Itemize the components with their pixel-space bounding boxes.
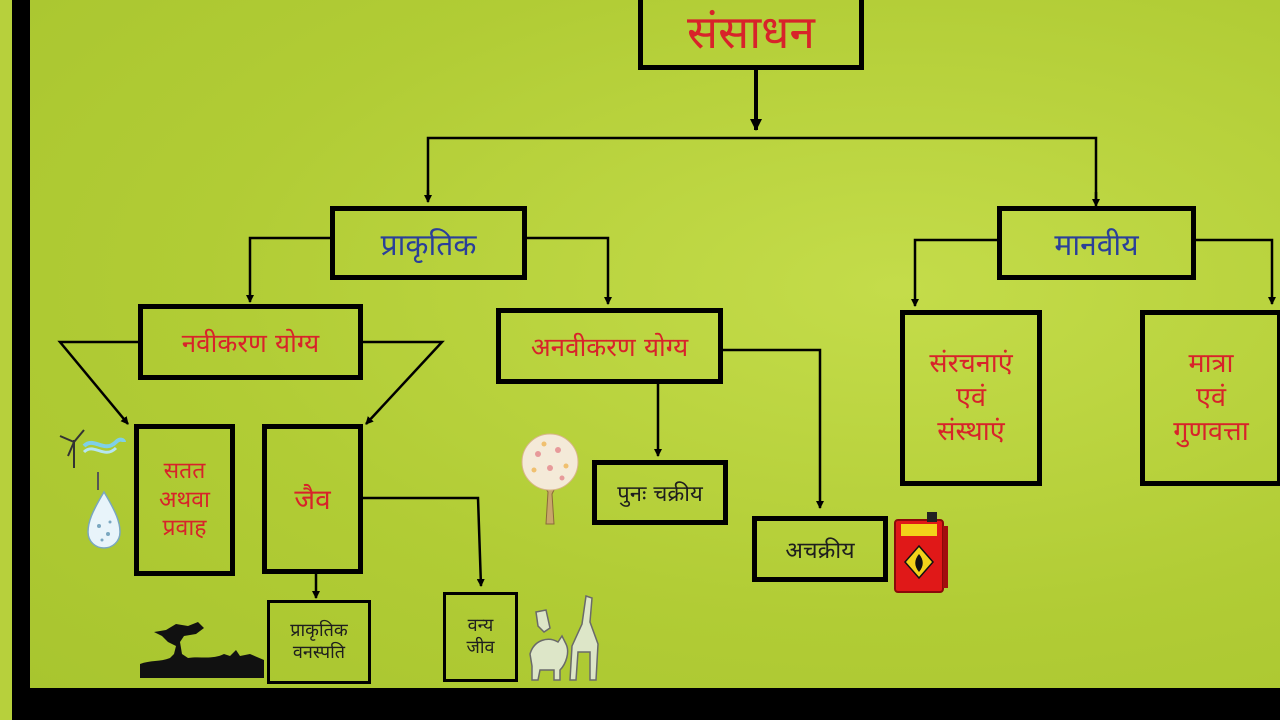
continuous-line-1: सतत [163, 457, 206, 484]
box-recyclable: पुनः चक्रीय [592, 460, 728, 525]
structures-line-2: एवं [956, 382, 986, 414]
non-renewable-label: अनवीकरण योग्य [530, 333, 689, 363]
windmill-water-icon [59, 429, 126, 468]
quantity-line-2: एवं [1196, 382, 1226, 414]
tree-icon [521, 433, 579, 525]
arrow-to-structures [911, 238, 998, 307]
arrow-to-biotic [362, 340, 445, 425]
natural-label: प्राकृतिक [380, 227, 477, 263]
box-continuous-flow: सतत अथवा प्रवाह [134, 424, 235, 576]
renewable-label: नवीकरण योग्य [181, 329, 320, 359]
arrow-to-quantity [1196, 238, 1276, 305]
box-quantity-quality: मात्रा एवं गुणवत्ता [1140, 310, 1280, 486]
box-wildlife: वन्य जीव [443, 592, 518, 682]
water-drop-icon [87, 472, 121, 549]
frame-left-border [12, 0, 30, 720]
box-non-renewable: अनवीकरण योग्य [496, 308, 723, 384]
box-structures-institutions: संरचनाएं एवं संस्थाएं [900, 310, 1042, 486]
quantity-line-1: मात्रा [1188, 348, 1234, 380]
continuous-line-3: प्रवाह [162, 515, 207, 542]
biotic-label: जैव [294, 483, 331, 516]
wildlife-line-2: जीव [466, 637, 495, 658]
box-biotic: जैव [262, 424, 363, 574]
root-label: संसाधन [687, 5, 815, 59]
vegetation-line-2: वनस्पति [292, 642, 346, 663]
recyclable-label: पुनः चक्रीय [617, 481, 703, 507]
continuous-line-2: अथवा [158, 486, 210, 513]
box-non-recyclable: अचक्रीय [752, 516, 888, 582]
wild-animals-icon [529, 595, 599, 681]
arrow-to-renewable [246, 236, 330, 303]
arrow-to-wildlife [362, 496, 485, 587]
fuel-can-icon [894, 512, 948, 593]
root-box-resources: संसाधन [638, 0, 864, 70]
box-natural: प्राकृतिक [330, 206, 527, 280]
box-renewable: नवीकरण योग्य [138, 304, 363, 380]
savanna-silhouette-icon [140, 622, 264, 678]
quantity-line-3: गुणवत्ता [1173, 415, 1249, 447]
box-human: मानवीय [997, 206, 1196, 280]
arrow-to-non-renewable [526, 236, 612, 305]
wildlife-line-1: वन्य [467, 614, 494, 636]
structures-line-3: संस्थाएं [937, 415, 1005, 447]
arrow-to-continuous [57, 340, 140, 425]
non-recyclable-label: अचक्रीय [785, 538, 855, 564]
frame-bottom-border [12, 688, 1280, 720]
box-natural-vegetation: प्राकृतिक वनस्पति [267, 600, 371, 684]
vegetation-line-1: प्राकृतिक [290, 619, 348, 641]
human-label: मानवीय [1054, 227, 1139, 263]
root-branch-line [426, 136, 1098, 204]
arrow-to-non-recyclable [722, 348, 824, 509]
structures-line-1: संरचनाएं [929, 348, 1013, 380]
